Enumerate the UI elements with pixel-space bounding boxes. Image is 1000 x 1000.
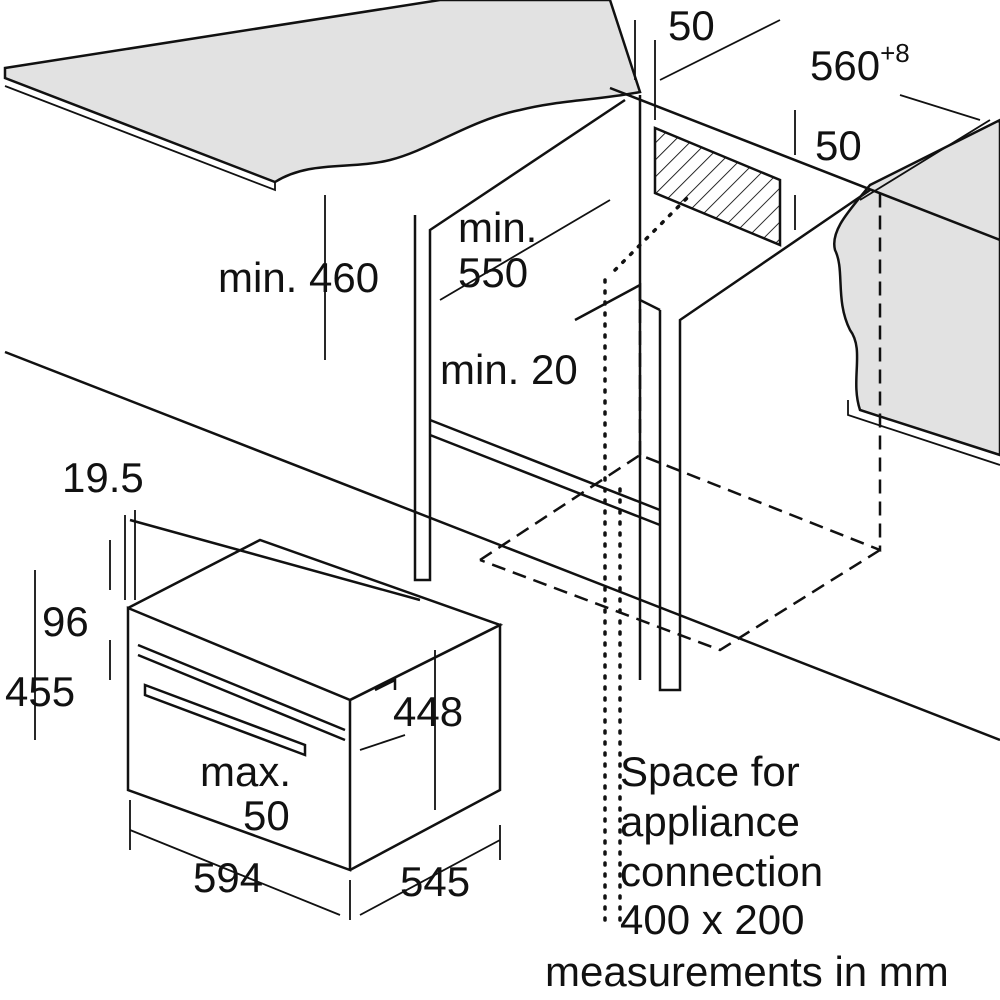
mid-dim-lines: [324, 110, 796, 360]
cabinet-left-side: [413, 98, 626, 582]
dim-min-depth-label: min.: [458, 204, 537, 251]
cabinet-shelf-back: [574, 282, 661, 322]
dim-niche-width: 560+8: [810, 38, 910, 89]
ventilation-opening: [653, 126, 782, 247]
oven-appliance: [126, 538, 504, 872]
units-note: measurements in mm: [545, 948, 949, 995]
dim-min-gap: min. 20: [440, 346, 578, 393]
dim-vent-height: 50: [815, 122, 862, 169]
right-countertop: [832, 118, 1000, 457]
dim-top-gap: 50: [668, 2, 715, 49]
dim-max-label: max.: [200, 748, 291, 795]
oven-dim-lines: [34, 510, 501, 920]
cabinet-right-side: [658, 188, 871, 692]
dim-body-height: 448: [393, 688, 463, 735]
dim-max-value: 50: [243, 792, 290, 839]
dim-appliance-width: 594: [193, 854, 263, 901]
connection-note-line-1: Space for: [620, 748, 800, 795]
connection-note-line-2: appliance: [620, 798, 800, 845]
wall-line: [609, 86, 1000, 242]
left-countertop-edge: [4, 85, 276, 192]
appliance-outline-dashed: [479, 190, 882, 652]
dim-panel-thickness: 19.5: [62, 454, 144, 501]
dim-min-height: min. 460: [218, 254, 379, 301]
cabinet-shelf: [429, 418, 661, 527]
connection-note-line-3: connection: [620, 848, 823, 895]
dim-min-depth-value: 550: [458, 249, 528, 296]
left-countertop: [3, 0, 642, 184]
connection-note-line-4: 400 x 200: [620, 896, 805, 943]
floor-line-2: [129, 518, 421, 602]
top-dim-lines: [634, 19, 991, 201]
dim-appliance-depth: 545: [400, 858, 470, 905]
connection-space-outline: [603, 193, 692, 922]
right-countertop-edge: [847, 400, 1000, 466]
dim-panel-offset: 96: [42, 598, 89, 645]
dim-appliance-height: 455: [5, 668, 75, 715]
